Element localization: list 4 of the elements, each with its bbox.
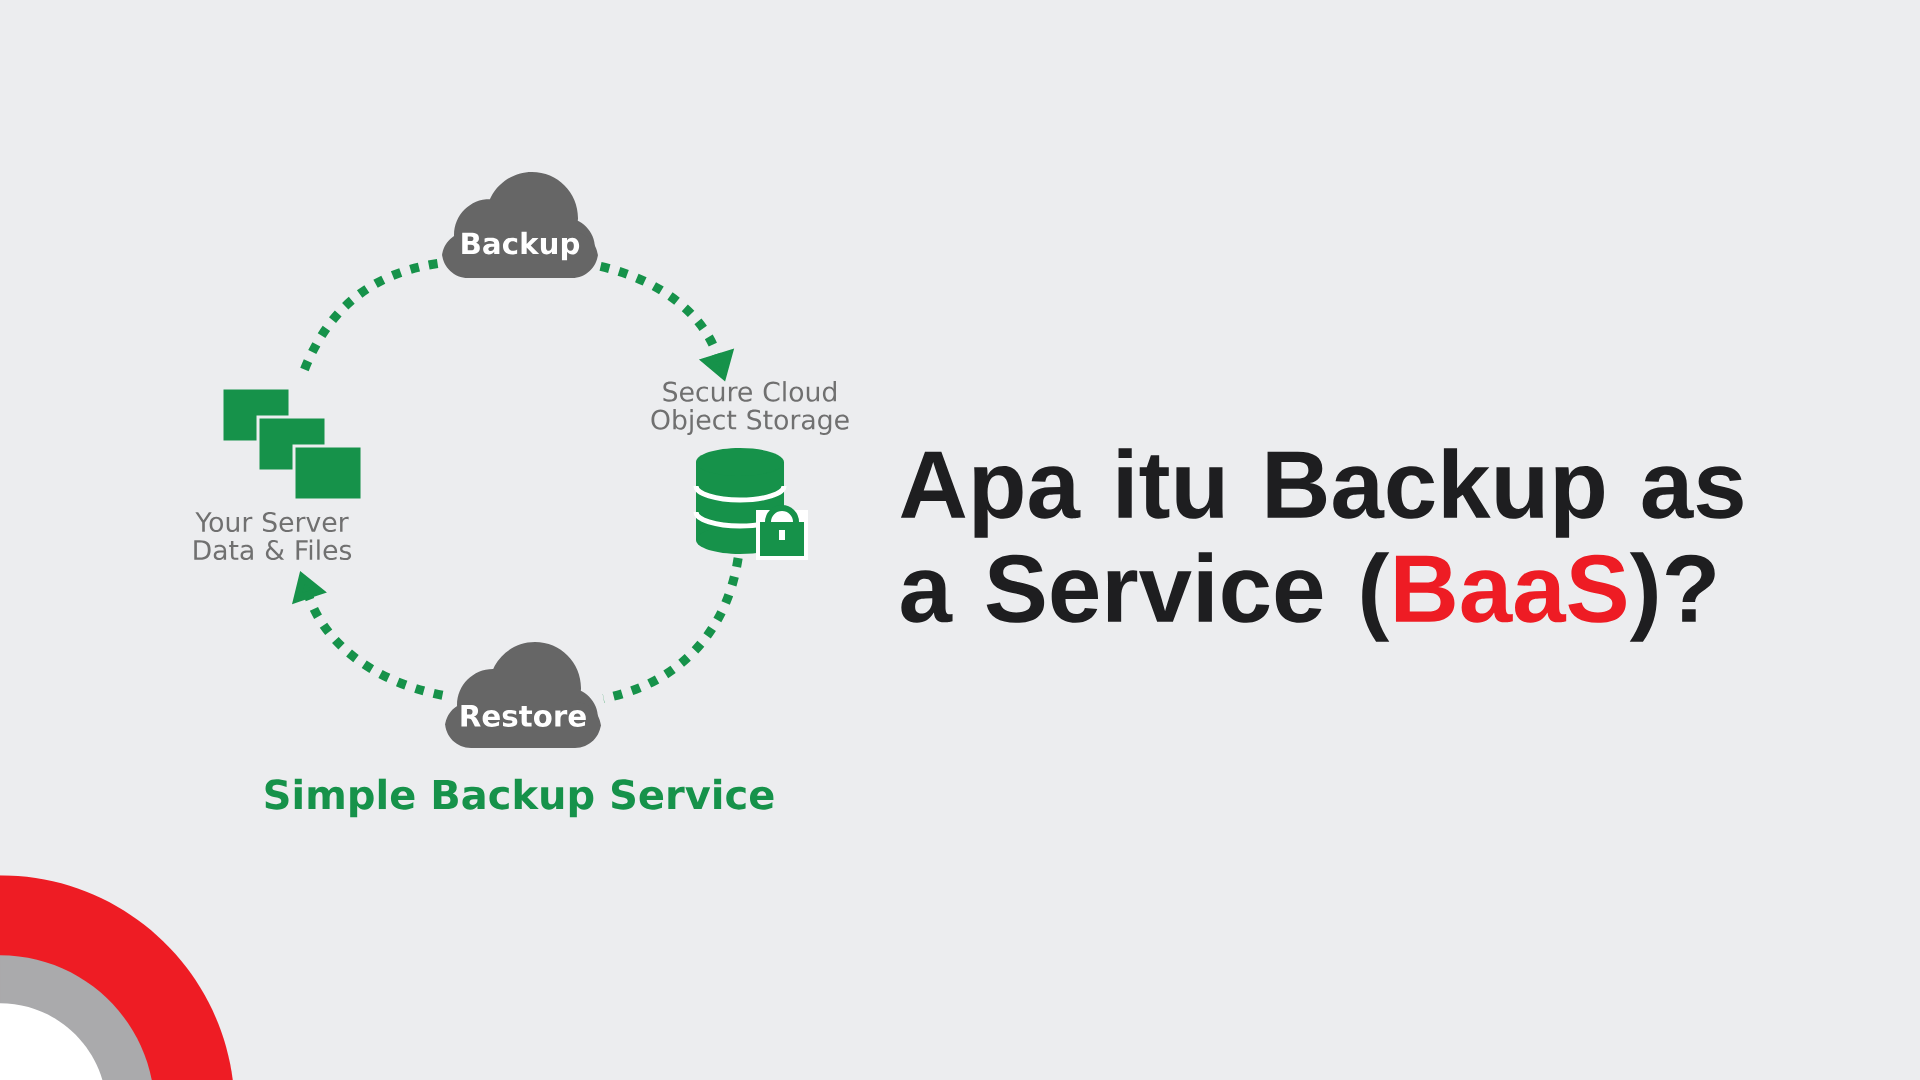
- storage-label: Secure Cloud Object Storage: [651, 381, 849, 435]
- diagram-caption: Simple Backup Service: [265, 778, 774, 818]
- server-files-label: Your Server Data & Files: [194, 511, 352, 561]
- title: Apa itu Backup as a Service (BaaS)?: [900, 448, 1743, 642]
